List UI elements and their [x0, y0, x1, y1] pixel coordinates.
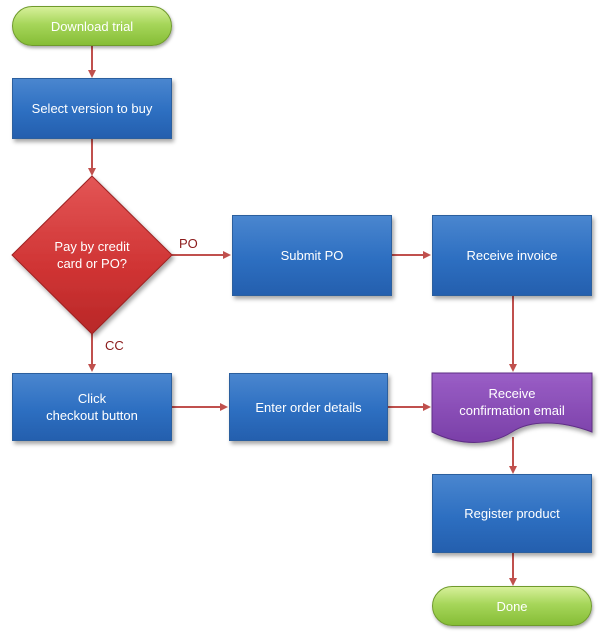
decision-text-line-1: Pay by credit	[54, 239, 130, 254]
receive-invoice-box: Receive invoice	[432, 215, 592, 296]
register-product-label: Register product	[464, 506, 560, 521]
download-trial-label: Download trial	[50, 18, 134, 34]
done-label: Done	[496, 598, 528, 614]
edge-label-cc: CC	[105, 338, 124, 353]
document-shape	[431, 372, 593, 443]
submit-po-box: Submit PO	[232, 215, 392, 296]
decision-text-line-2: card or PO?	[57, 256, 127, 271]
enter-order-details-label: Enter order details	[255, 399, 362, 415]
receive-email-line-2: confirmation email	[459, 403, 565, 418]
select-version-label: Select version to buy	[31, 101, 153, 116]
enter-order-details-box: Enter order details	[229, 373, 388, 441]
click-checkout-box: Click checkout button	[12, 373, 172, 441]
edge-label-po: PO	[179, 236, 198, 251]
receive-email-line-1: Receive	[489, 386, 536, 401]
register-product-box: Register product	[432, 474, 592, 553]
download-trial-terminal: Download trial	[12, 6, 172, 46]
done-terminal: Done	[432, 586, 592, 626]
click-checkout-line-2: checkout button	[46, 408, 138, 423]
select-version-box: Select version to buy	[12, 78, 172, 139]
click-checkout-line-1: Click	[77, 391, 107, 406]
receive-invoice-label: Receive invoice	[466, 248, 558, 263]
decision-diamond	[11, 175, 173, 335]
submit-po-label: Submit PO	[280, 248, 344, 263]
